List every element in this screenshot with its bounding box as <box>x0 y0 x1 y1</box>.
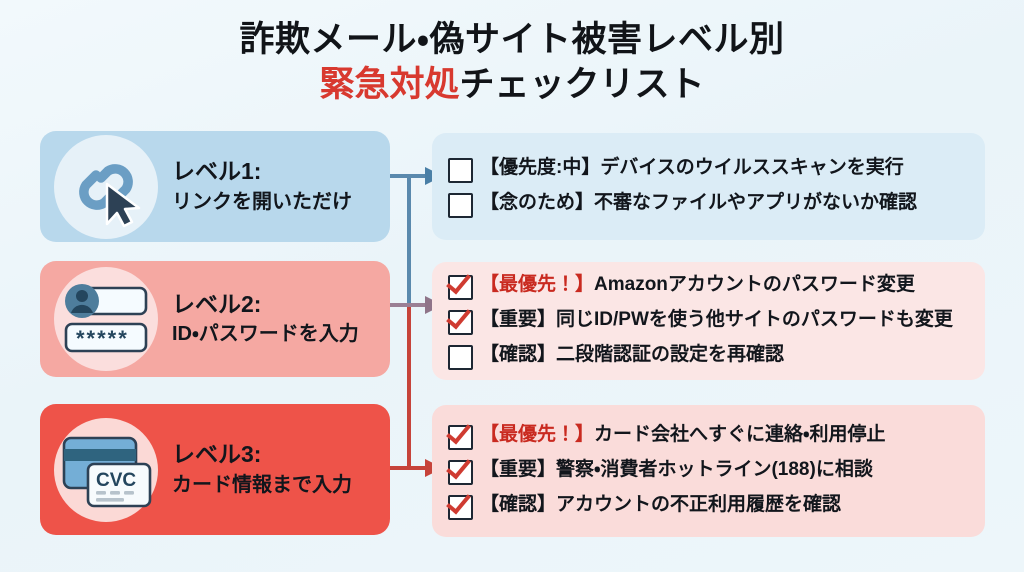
level-3-name: レベル3: <box>172 441 262 468</box>
checklist-item-text: 【念のため】不審なファイルやアプリがないか確認 <box>480 191 917 215</box>
checklist-item-text: 【優先度:中】デバイスのウイルススキャンを実行 <box>480 156 904 180</box>
checkbox-checked-icon[interactable] <box>448 459 473 485</box>
level-3-text: レベル3: カード情報まで入力 <box>172 440 352 499</box>
checklist-item-tag: 【重要】 <box>480 458 557 480</box>
checklist-item-tag: 【最優先！】 <box>480 273 595 295</box>
title-rest-text: チェックリスト <box>459 64 705 104</box>
level-2-name: レベル2: <box>172 290 262 317</box>
checkbox-unchecked-icon[interactable] <box>448 192 473 218</box>
level-1-desc: リンクを開いただけ <box>172 190 352 213</box>
checklist-panel-2: 【最優先！】Amazonアカウントのパスワード変更 【重要】同じID/PWを使う… <box>432 262 985 380</box>
page-title: 詐欺メール・偽サイト被害レベル別 緊急対処チェックリスト <box>0 18 1024 108</box>
checklist-item-tag: 【念のため】 <box>480 191 595 213</box>
checklist-item-text: 【最優先！】Amazonアカウントのパスワード変更 <box>480 273 915 297</box>
level-card-1[interactable]: レベル1: リンクを開いただけ <box>40 131 390 242</box>
checkbox-checked-icon[interactable] <box>448 424 473 450</box>
checkbox-checked-icon[interactable] <box>448 494 473 520</box>
login-form-icon: ***** <box>54 267 158 371</box>
checklist-item[interactable]: 【念のため】不審なファイルやアプリがないか確認 <box>448 191 971 218</box>
checklist-panel-1: 【優先度:中】デバイスのウイルススキャンを実行 【念のため】不審なファイルやアプ… <box>432 133 985 240</box>
level-1-text: レベル1: リンクを開いただけ <box>172 157 352 216</box>
checkbox-unchecked-icon[interactable] <box>448 344 473 370</box>
checklist-item-tag: 【最優先！】 <box>480 423 595 445</box>
level-card-2[interactable]: ***** レベル2: ID・パスワードを入力 <box>40 261 390 377</box>
checklist-item-tag: 【優先度:中】 <box>480 156 601 178</box>
checklist-item[interactable]: 【確認】二段階認証の設定を再確認 <box>448 343 971 370</box>
cvc-label-text: CVC <box>96 470 136 491</box>
title-line-2: 緊急対処チェックリスト <box>0 63 1024 108</box>
level-card-3[interactable]: CVC レベル3: カード情報まで入力 <box>40 404 390 535</box>
checkbox-unchecked-icon[interactable] <box>448 157 473 183</box>
checklist-item[interactable]: 【優先度:中】デバイスのウイルススキャンを実行 <box>448 156 971 183</box>
credit-card-cvc-icon: CVC <box>54 417 158 522</box>
checkbox-checked-icon[interactable] <box>448 309 473 335</box>
checklist-item[interactable]: 【最優先！】Amazonアカウントのパスワード変更 <box>448 273 971 300</box>
password-mask-text: ***** <box>76 326 129 351</box>
title-line-1: 詐欺メール・偽サイト被害レベル別 <box>239 20 785 59</box>
checklist-item-body: カード会社へすぐに連絡・利用停止 <box>594 423 886 445</box>
level-2-text: レベル2: ID・パスワードを入力 <box>172 290 359 349</box>
checklist-item-body: 同じID/PWを使う他サイトのパスワードも変更 <box>556 308 953 330</box>
checklist-item-body: デバイスのウイルススキャンを実行 <box>600 156 904 178</box>
checklist-item-text: 【確認】二段階認証の設定を再確認 <box>480 343 784 367</box>
level-1-name: レベル1: <box>172 158 262 185</box>
level-3-desc: カード情報まで入力 <box>172 473 352 496</box>
checklist-item-tag: 【確認】 <box>480 493 557 515</box>
checklist-item[interactable]: 【確認】アカウントの不正利用履歴を確認 <box>448 493 971 520</box>
checklist-item-text: 【最優先！】カード会社へすぐに連絡・利用停止 <box>480 423 885 447</box>
checklist-panel-3: 【最優先！】カード会社へすぐに連絡・利用停止 【重要】警察・消費者ホットライン(… <box>432 405 985 537</box>
checklist-item[interactable]: 【重要】同じID/PWを使う他サイトのパスワードも変更 <box>448 308 971 335</box>
title-accent-text: 緊急対処 <box>319 64 460 104</box>
checklist-item-body: 警察・消費者ホットライン(188)に相談 <box>556 458 873 480</box>
checkbox-checked-icon[interactable] <box>448 274 473 300</box>
checklist-item-tag: 【確認】 <box>480 343 557 365</box>
checklist-item-text: 【確認】アカウントの不正利用履歴を確認 <box>480 493 841 517</box>
checklist-item-body: Amazonアカウントのパスワード変更 <box>594 273 915 295</box>
level-2-desc: ID・パスワードを入力 <box>172 323 359 346</box>
checklist-item[interactable]: 【重要】警察・消費者ホットライン(188)に相談 <box>448 458 971 485</box>
checklist-item-body: 二段階認証の設定を再確認 <box>556 343 785 365</box>
link-cursor-icon <box>54 134 158 239</box>
checklist-item-body: アカウントの不正利用履歴を確認 <box>556 493 842 515</box>
checklist-item-body: 不審なファイルやアプリがないか確認 <box>594 191 918 213</box>
checklist-item-text: 【重要】同じID/PWを使う他サイトのパスワードも変更 <box>480 308 953 332</box>
checklist-item[interactable]: 【最優先！】カード会社へすぐに連絡・利用停止 <box>448 423 971 450</box>
checklist-item-text: 【重要】警察・消費者ホットライン(188)に相談 <box>480 458 873 482</box>
checklist-item-tag: 【重要】 <box>480 308 557 330</box>
